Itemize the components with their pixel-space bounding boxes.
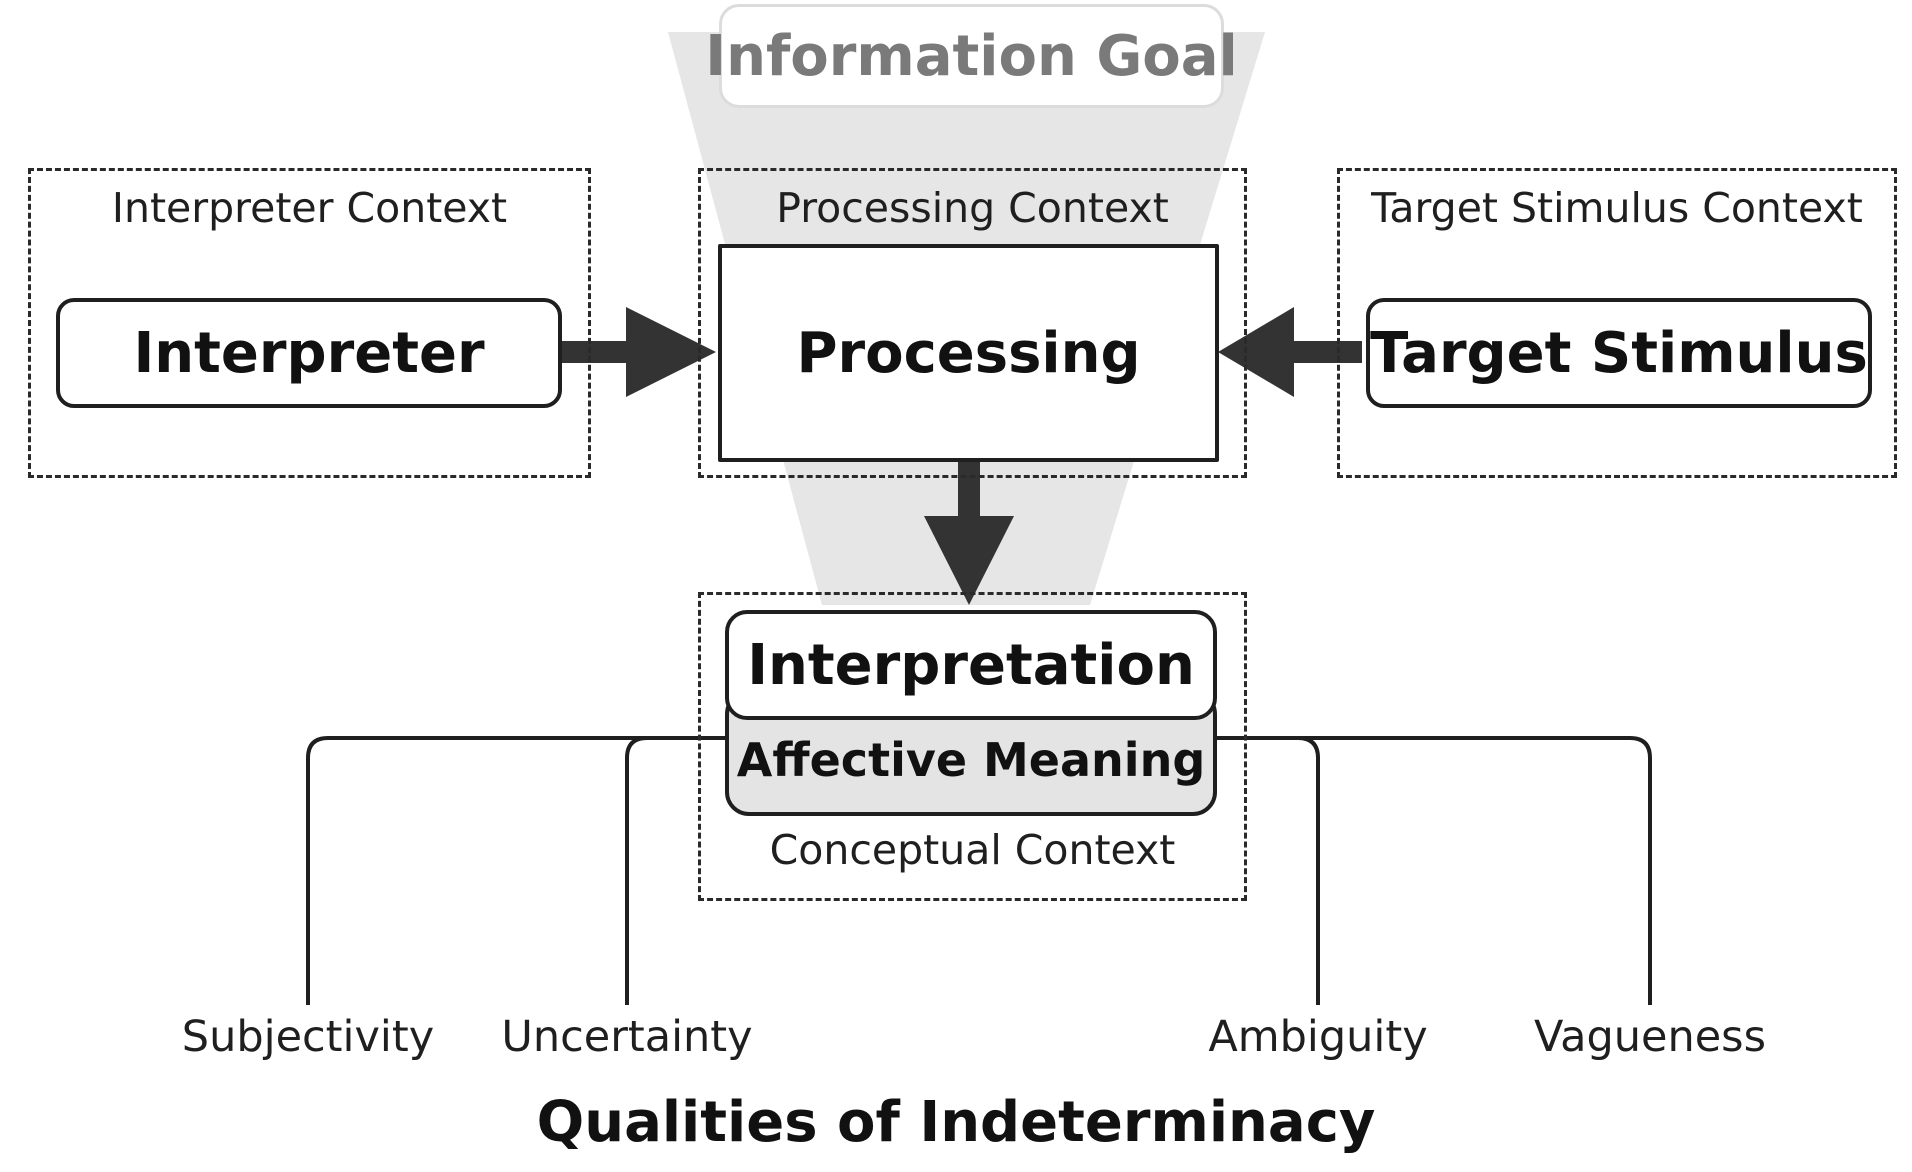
target-stimulus-context-label: Target Stimulus Context <box>1371 184 1863 232</box>
interpretation-node: Interpretation <box>725 610 1217 720</box>
arrow-interpreter-to-processing <box>558 307 716 397</box>
qualities-of-indeterminacy-title: Qualities of Indeterminacy <box>536 1090 1376 1155</box>
interpreter-node: Interpreter <box>56 298 562 408</box>
processing-context-label: Processing Context <box>776 184 1169 232</box>
quality-vagueness: Vagueness <box>1534 1012 1766 1062</box>
target-stimulus-node: Target Stimulus <box>1366 298 1872 408</box>
information-goal-label: Information Goal <box>705 4 1238 108</box>
processing-node: Processing <box>718 244 1219 462</box>
interpreter-context-label: Interpreter Context <box>111 184 508 232</box>
connector-subjectivity <box>306 736 725 1005</box>
quality-subjectivity: Subjectivity <box>181 1012 435 1062</box>
arrow-target-to-processing <box>1218 307 1362 397</box>
processing-context-box <box>698 168 1247 478</box>
quality-uncertainty: Uncertainty <box>501 1012 753 1062</box>
interpreter-context-box <box>28 168 591 478</box>
conceptual-context-label: Conceptual Context <box>769 826 1176 874</box>
conceptual-context-box <box>698 592 1247 901</box>
connector-vagueness <box>1215 736 1652 1005</box>
connector-uncertainty <box>625 736 725 1005</box>
quality-ambiguity: Ambiguity <box>1208 1012 1428 1062</box>
target-stimulus-context-box <box>1337 168 1897 478</box>
